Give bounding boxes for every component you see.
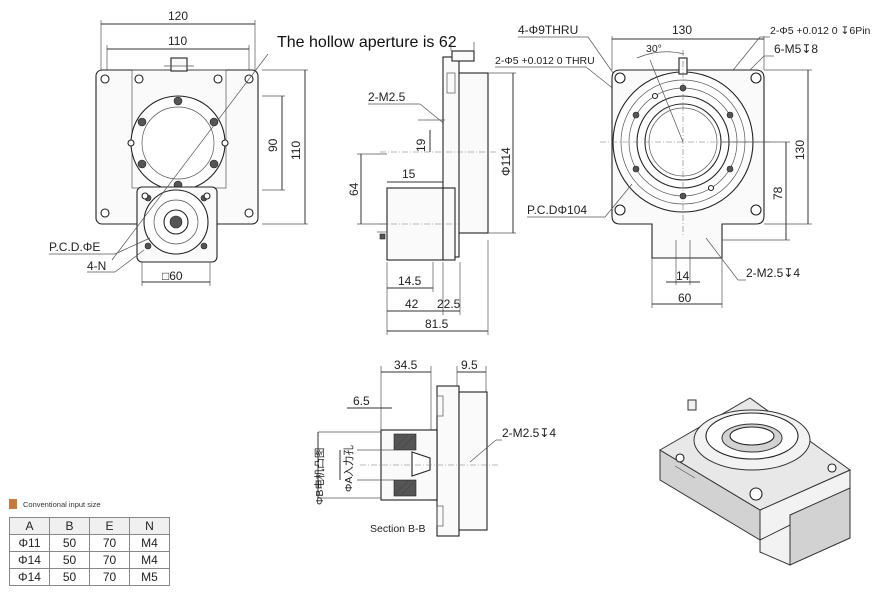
label-4-phi9-thru: 4-Φ9THRU: [518, 23, 578, 37]
dim-22-5: 22.5: [437, 297, 461, 311]
side-view: 2-M2.5 19 15 64 Φ114: [347, 42, 516, 335]
label-phi-a: ΦA入力孔: [342, 445, 355, 492]
dim-78: 78: [771, 186, 785, 200]
dim-height-130: 130: [793, 140, 807, 160]
table-cell: 70: [89, 534, 130, 552]
dim-19: 19: [414, 138, 428, 152]
dim-square-60: □60: [162, 269, 183, 283]
input-size-table: A B E N Φ11 50 70 M4 Φ14 50 70 M4 Φ14 50…: [9, 517, 170, 586]
label-pcd-104: P.C.DΦ104: [527, 203, 587, 217]
dim-width-110: 110: [168, 34, 187, 48]
label-2-m25-depth4: 2-M2.5↧4: [746, 266, 800, 280]
label-angle-30: 30°: [646, 43, 662, 55]
section-view: 34.5 9.5 6.5 ΦB电机凸图 ΦA入力孔 2-M2.5↧4 S: [313, 358, 556, 537]
table-legend: Conventional input size: [9, 497, 170, 511]
table-cell: M4: [129, 551, 170, 569]
dim-width-130: 130: [672, 23, 692, 37]
table-cell: Φ14: [9, 551, 50, 569]
dim-phi-114: Φ114: [499, 147, 513, 176]
label-4-n: 4-N: [87, 259, 106, 273]
table-cell: Φ11: [9, 534, 50, 552]
dim-height-110: 110: [289, 141, 303, 160]
section-plate: [436, 385, 460, 537]
dim-34-5: 34.5: [394, 358, 418, 372]
label-2-phi5-thru: 2-Φ5 +0.012 0 THRU: [495, 55, 595, 67]
dim-42: 42: [405, 297, 419, 311]
table-cell: 70: [89, 551, 130, 569]
side-housing: [457, 72, 489, 234]
table-cell: M5: [129, 568, 170, 586]
table-row: Φ14 50 70 M5: [9, 568, 170, 586]
table-row: Φ14 50 70 M4: [9, 551, 170, 569]
isometric-view: [659, 397, 851, 566]
dim-14-5: 14.5: [398, 274, 422, 288]
legend-text: Conventional input size: [23, 499, 101, 509]
dim-64: 64: [347, 182, 361, 196]
table-cell: 70: [89, 568, 130, 586]
label-2-m25: 2-M2.5: [368, 90, 406, 104]
label-2-phi5-pin: 2-Φ5 +0.012 0 ↧6Pin: [770, 25, 871, 37]
front-view: 120 110: [49, 9, 308, 286]
table-header-cell: A: [9, 517, 50, 535]
label-phi-b: ΦB电机凸图: [313, 448, 326, 505]
dim-15: 15: [402, 167, 416, 181]
table-cell: Φ14: [9, 568, 50, 586]
table-cell: 50: [49, 568, 90, 586]
table-cell: M4: [129, 534, 170, 552]
dim-height-90: 90: [266, 138, 280, 152]
dim-14: 14: [676, 269, 690, 283]
dim-6-5: 6.5: [353, 394, 370, 408]
table-header-cell: E: [89, 517, 130, 535]
dim-9-5: 9.5: [461, 358, 478, 372]
label-section-m25: 2-M2.5↧4: [502, 426, 556, 440]
hollow-aperture-title: The hollow aperture is 62: [277, 34, 457, 51]
legend-swatch: [9, 499, 17, 509]
label-6-m5: 6-M5↧8: [774, 42, 818, 56]
table-row: Φ11 50 70 M4: [9, 534, 170, 552]
front-disc: [130, 95, 226, 191]
table-cell: 50: [49, 551, 90, 569]
table-header-cell: N: [129, 517, 170, 535]
dim-width-120: 120: [168, 9, 188, 23]
label-pcd-e: P.C.D.ΦE: [49, 240, 100, 254]
conventional-input-table: Conventional input size A B E N Φ11 50 7…: [9, 497, 170, 586]
dim-60: 60: [678, 291, 692, 305]
top-right-view: 130 4-Φ9THRU 2-Φ5 +0.012 0 THRU 2-Φ5 +0.…: [495, 23, 871, 308]
table-cell: 50: [49, 534, 90, 552]
section-caption: Section B-B: [370, 523, 425, 535]
dim-81-5: 81.5: [425, 317, 449, 331]
table-header-row: A B E N: [9, 517, 170, 535]
table-header-cell: B: [49, 517, 90, 535]
